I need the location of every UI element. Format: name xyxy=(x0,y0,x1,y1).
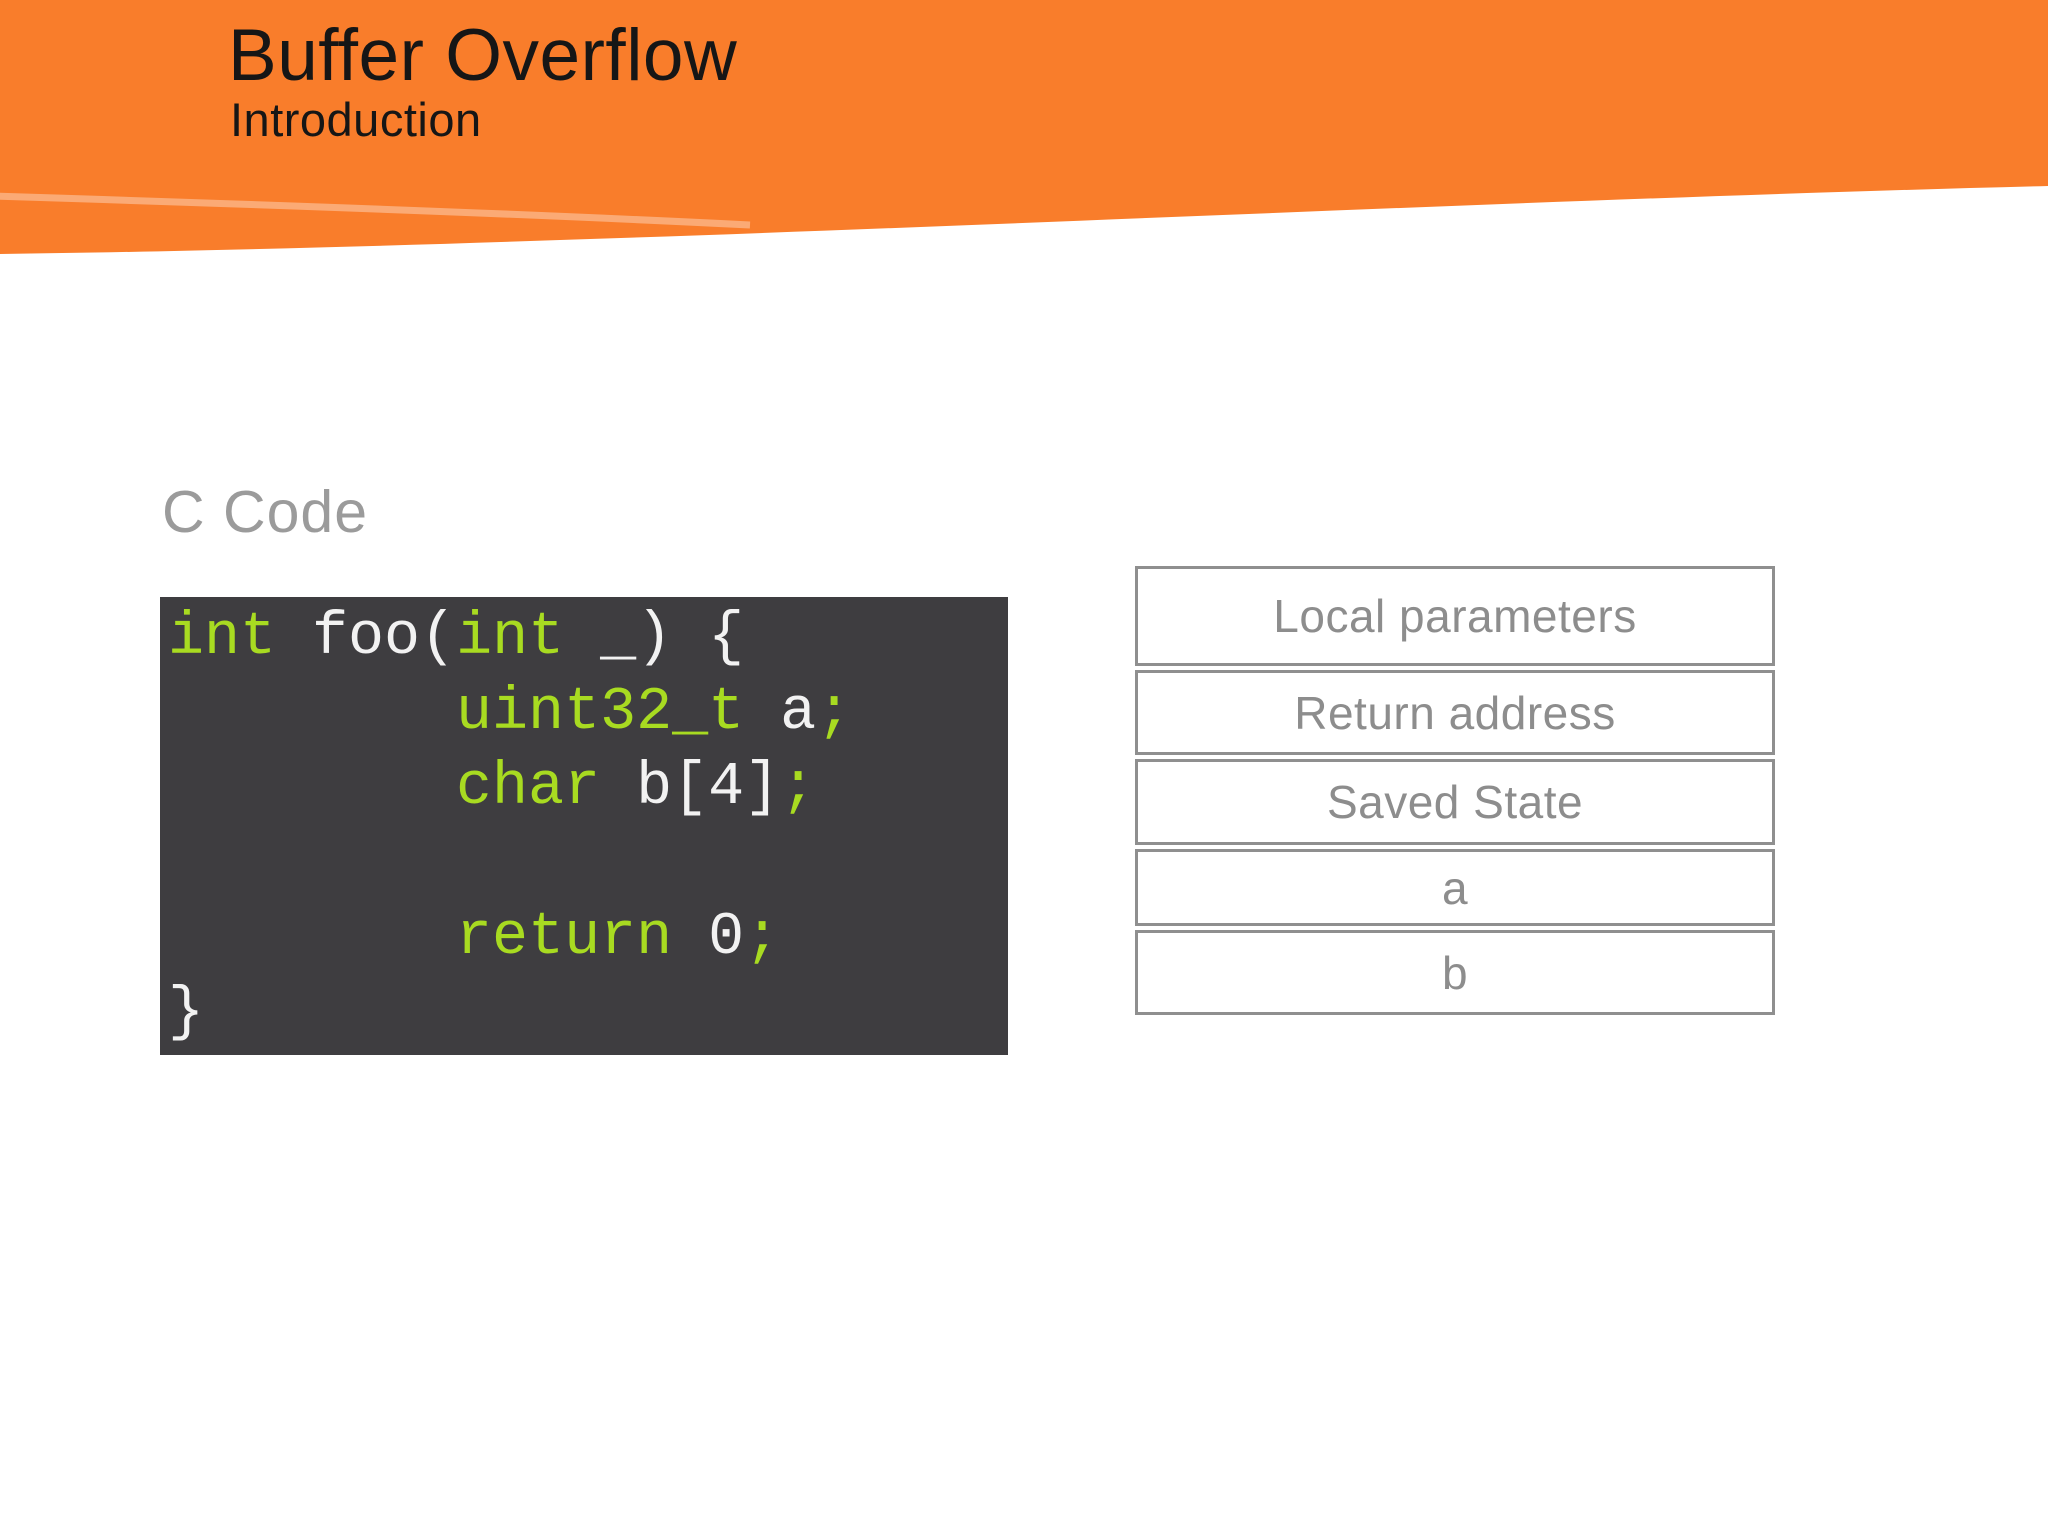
stack-row: b xyxy=(1135,930,1775,1015)
banner-secondary-wave xyxy=(0,192,751,229)
code-token-keyword: ; xyxy=(816,679,853,747)
code-token-plain: foo( xyxy=(276,604,457,672)
code-token-keyword: ; xyxy=(780,754,817,822)
code-token-keyword: uint32_t xyxy=(456,679,745,747)
section-label-c-code: C Code xyxy=(162,479,369,545)
code-line: char b[4]; xyxy=(168,751,1008,826)
code-line: return 0; xyxy=(168,901,1008,976)
code-token-plain xyxy=(168,904,456,972)
code-line: int foo(int _) { xyxy=(168,601,1008,676)
code-token-keyword: return xyxy=(456,904,673,972)
code-token-plain: b[4] xyxy=(600,754,781,822)
code-token-plain: _) { xyxy=(564,604,745,672)
code-token-plain: a xyxy=(744,679,817,747)
banner-orange-wave xyxy=(0,0,2048,254)
code-line: } xyxy=(168,976,1008,1051)
stack-row: Local parameters xyxy=(1135,566,1775,666)
code-block: int foo(int _) { uint32_t a; char b[4]; … xyxy=(160,597,1008,1055)
code-token-plain xyxy=(168,754,456,822)
code-token-plain: 0 xyxy=(672,904,745,972)
stack-row: Return address xyxy=(1135,670,1775,755)
page-title: Buffer Overflow xyxy=(228,15,738,96)
stack-row: Saved State xyxy=(1135,759,1775,845)
code-token-keyword: char xyxy=(456,754,601,822)
code-token-keyword: int xyxy=(168,604,277,672)
code-token-keyword: int xyxy=(456,604,565,672)
stack-row: a xyxy=(1135,849,1775,926)
code-line xyxy=(168,826,1008,901)
code-token-plain: } xyxy=(168,979,205,1047)
page-subtitle: Introduction xyxy=(230,93,482,146)
header-banner xyxy=(0,0,2048,254)
code-content: int foo(int _) { uint32_t a; char b[4]; … xyxy=(168,601,1008,1051)
code-token-plain xyxy=(168,679,456,747)
code-line: uint32_t a; xyxy=(168,676,1008,751)
code-token-keyword: ; xyxy=(744,904,781,972)
